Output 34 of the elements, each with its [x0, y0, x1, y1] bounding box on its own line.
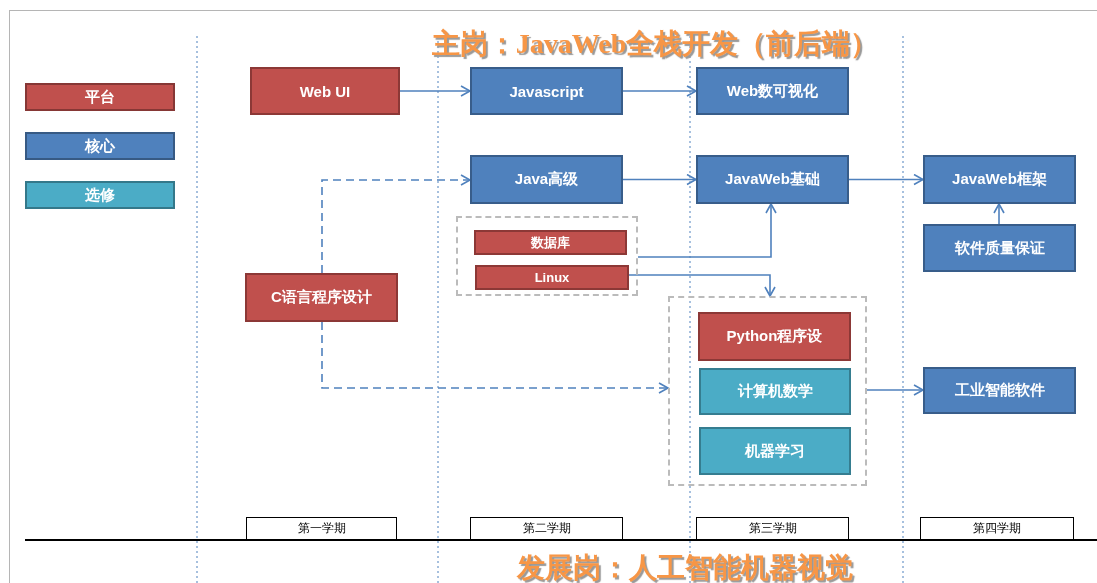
- arrow: [622, 173, 697, 186]
- course-box: 计算机数学: [699, 368, 851, 415]
- semester-box: 第一学期: [246, 517, 397, 540]
- arrow: [321, 174, 471, 274]
- course-box: Web数可视化: [696, 67, 849, 115]
- arrow: [321, 321, 669, 394]
- arrow: [866, 384, 924, 396]
- arrow: [848, 173, 924, 186]
- semester-box: 第四学期: [920, 517, 1074, 540]
- title: 主岗：JavaWeb全栈开发（前后端）: [431, 27, 879, 61]
- arrow: [622, 85, 697, 97]
- course-box: Javascript: [470, 67, 623, 115]
- course-box: Java高级: [470, 155, 623, 204]
- course-box: Linux: [475, 265, 629, 290]
- course-box: JavaWeb框架: [923, 155, 1076, 204]
- course-box: 工业智能软件: [923, 367, 1076, 414]
- course-box: Web UI: [250, 67, 400, 115]
- dashed-group-box: [668, 296, 867, 486]
- course-box: JavaWeb基础: [696, 155, 849, 204]
- arrow: [637, 203, 777, 258]
- semester-box: 第三学期: [696, 517, 849, 540]
- subtitle: 发展岗：人工智能机器视觉: [517, 551, 853, 583]
- legend-swatch: 选修: [25, 181, 175, 209]
- course-box: 软件质量保证: [923, 224, 1076, 272]
- course-box: Python程序设: [698, 312, 851, 361]
- course-box: 机器学习: [699, 427, 851, 475]
- legend-swatch: 平台: [25, 83, 175, 111]
- course-box: 数据库: [474, 230, 627, 255]
- legend-swatch: 核心: [25, 132, 175, 160]
- arrow: [399, 85, 471, 97]
- arrow: [993, 203, 1005, 225]
- dashed-group-box: [456, 216, 638, 296]
- semester-box: 第二学期: [470, 517, 623, 540]
- course-box: C语言程序设计: [245, 273, 398, 322]
